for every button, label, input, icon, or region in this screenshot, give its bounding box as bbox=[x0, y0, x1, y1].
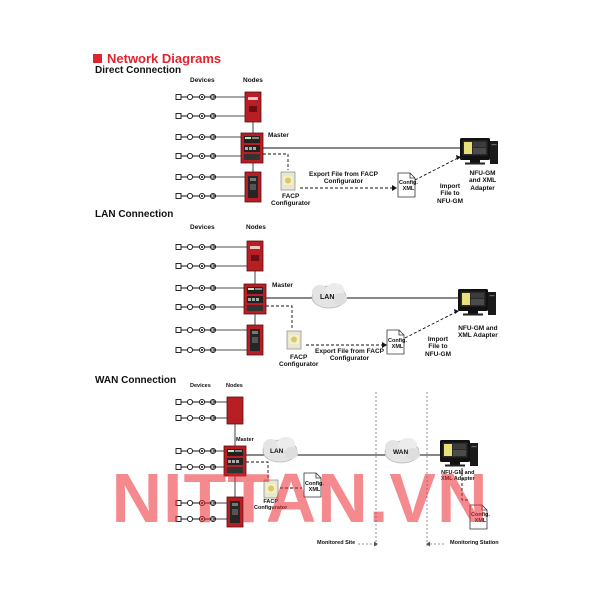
wan-master-label: Master bbox=[236, 437, 254, 443]
lan-heading: LAN Connection bbox=[95, 209, 174, 220]
direct-nodes-label: Nodes bbox=[243, 77, 263, 84]
page-title: Network Diagrams bbox=[93, 51, 221, 66]
page-title-text: Network Diagrams bbox=[107, 51, 222, 66]
direct-facp-label: FACP Configurator bbox=[271, 193, 311, 208]
wan-nfu-label: NFU-GM and XML Adapter bbox=[441, 470, 475, 483]
lan-cloud-label: LAN bbox=[320, 294, 335, 301]
direct-device-rows bbox=[175, 93, 217, 200]
wan-cloud-label: WAN bbox=[393, 449, 409, 456]
wan-heading: WAN Connection bbox=[95, 375, 177, 386]
lan-devices-label: Devices bbox=[190, 224, 215, 231]
lan-nodes-label: Nodes bbox=[246, 224, 266, 231]
direct-config-label: Config. XML bbox=[399, 180, 418, 193]
direct-devices-label: Devices bbox=[190, 77, 215, 84]
wan-facp-label: FACP Configurator bbox=[254, 499, 288, 512]
lan-facp-label: FACP Configurator bbox=[279, 354, 319, 369]
lan-config-label: Config. XML bbox=[388, 338, 407, 351]
monitoring-station-label: Monitoring Station bbox=[450, 540, 499, 546]
wan-devices-label: Devices bbox=[190, 383, 211, 389]
direct-import-label: Import File to NFU-GM bbox=[437, 183, 463, 205]
monitored-site-label: Monitored Site bbox=[317, 540, 356, 546]
direct-master-label: Master bbox=[268, 132, 289, 139]
lan-export-label: Export File from FACP Configurator bbox=[315, 348, 384, 363]
wan-nodes-label: Nodes bbox=[226, 383, 243, 389]
direct-heading: Direct Connection bbox=[95, 65, 182, 76]
direct-nfu-label: NFU-GM and XML Adapter bbox=[469, 170, 497, 192]
lan-device-rows bbox=[175, 243, 217, 354]
lan-import-label: Import File to NFU-GM bbox=[425, 336, 451, 358]
wan-lan-cloud-label: LAN bbox=[270, 448, 284, 455]
wan-config-right-label: Config. XML bbox=[471, 512, 490, 525]
wan-config-left-label: Config. XML bbox=[305, 481, 324, 494]
lan-master-label: Master bbox=[272, 282, 293, 289]
direct-export-label: Export File from FACP Configurator bbox=[309, 171, 378, 186]
title-square-icon bbox=[93, 54, 102, 63]
watermark-text: NITTAN.VN bbox=[111, 459, 489, 537]
lan-nfu-label: NFU-GM and XML Adapter bbox=[458, 325, 498, 340]
